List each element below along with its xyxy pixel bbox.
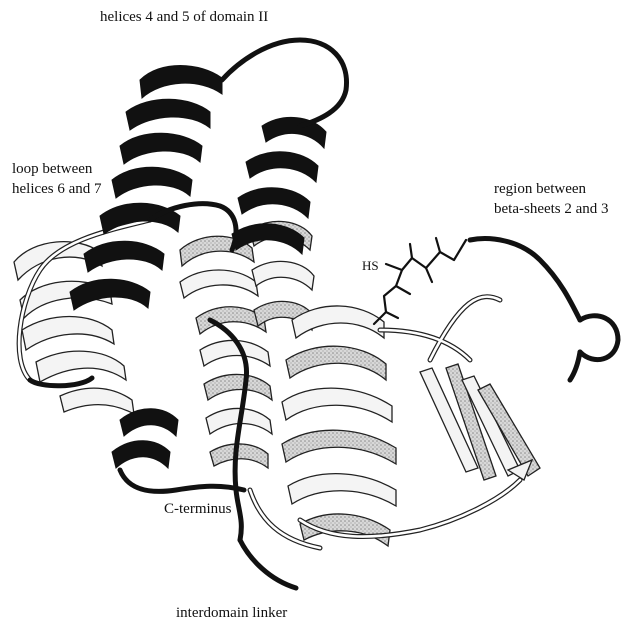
label-region-line-2: beta-sheets 2 and 3: [494, 200, 609, 219]
label-helices-4-5: helices 4 and 5 of domain II: [100, 8, 268, 27]
label-c-terminus: C-terminus: [164, 500, 232, 519]
dark-helix-5: [232, 117, 326, 254]
label-region-line-1: region between: [494, 180, 586, 199]
light-helix-left: [14, 242, 134, 414]
label-hs-group: HS: [362, 256, 379, 275]
light-helix-right-stippled: [282, 306, 396, 546]
label-loop-line-2: helices 6 and 7: [12, 180, 102, 199]
dark-helix-lower: [112, 409, 178, 468]
beta-sheets: [420, 364, 540, 480]
label-interdomain-linker: interdomain linker: [176, 604, 287, 623]
hs-side-chain: [374, 238, 466, 324]
label-loop-line-1: loop between: [12, 160, 92, 179]
